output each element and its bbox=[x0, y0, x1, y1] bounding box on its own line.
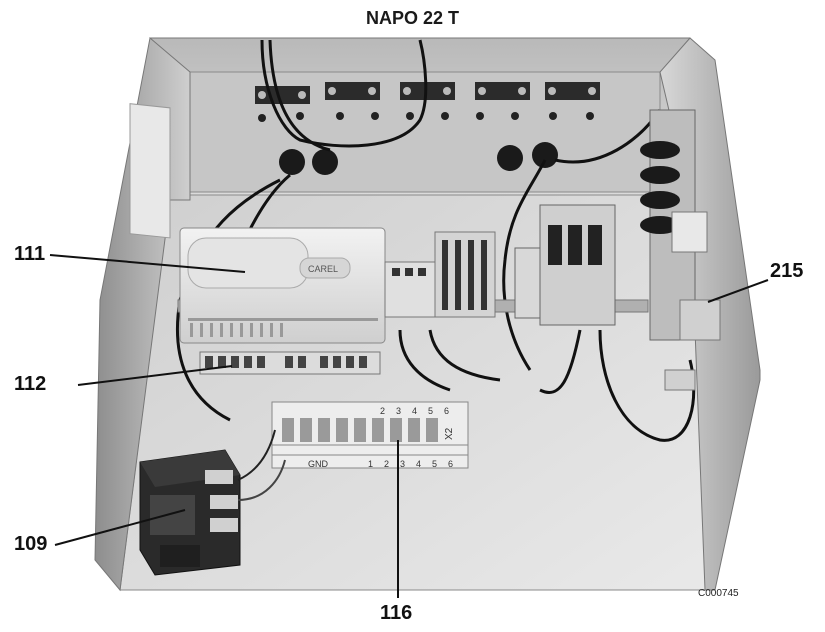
grommets bbox=[279, 142, 558, 175]
callout-112: 112 bbox=[14, 373, 47, 395]
cable-clamps bbox=[255, 82, 600, 104]
x2-label: X2 bbox=[444, 427, 455, 440]
leader-215 bbox=[707, 279, 769, 303]
plc-brand-text: CAREL bbox=[308, 264, 338, 274]
callout-215: 215 bbox=[770, 260, 804, 282]
callout-111: 111 bbox=[14, 243, 46, 265]
x2-bottom-number-1: 1 bbox=[368, 459, 373, 469]
transformer bbox=[139, 429, 286, 576]
x2-bottom-number-3: 3 bbox=[400, 459, 405, 469]
x2-top-number-4: 5 bbox=[428, 406, 433, 416]
x2-bottom-number-4: 4 bbox=[416, 459, 421, 469]
image-code: C000745 bbox=[698, 588, 739, 599]
callout-109: 109 bbox=[14, 533, 48, 555]
leader-lines bbox=[49, 254, 769, 598]
contactors bbox=[514, 204, 616, 326]
gnd-label: GND bbox=[308, 459, 329, 469]
x2-bottom-number-5: 5 bbox=[432, 459, 437, 469]
callout-116: 116 bbox=[380, 602, 413, 624]
terminal-blocks-middle bbox=[384, 231, 496, 318]
x2-bottom-number-6: 6 bbox=[448, 459, 453, 469]
plc-terminal-row bbox=[199, 351, 381, 375]
x2-top-number-1: 2 bbox=[380, 406, 385, 416]
leader-111 bbox=[49, 254, 246, 273]
right-component-panel bbox=[640, 109, 721, 391]
diagram-title: NAPO 22 T bbox=[365, 8, 460, 28]
terminal-strip-x2: GND X2 2 3 4 5 6 1 2 3 4 5 6 bbox=[271, 401, 469, 469]
x2-top-number-2: 3 bbox=[396, 406, 401, 416]
leader-109 bbox=[54, 509, 186, 546]
x2-top-number-5: 6 bbox=[444, 406, 449, 416]
x2-bottom-number-2: 2 bbox=[384, 459, 389, 469]
leader-112 bbox=[77, 365, 233, 386]
plc-controller: CAREL bbox=[179, 227, 386, 344]
mounting-holes bbox=[258, 112, 594, 122]
x2-top-number-3: 4 bbox=[412, 406, 417, 416]
left-wall-label bbox=[129, 103, 171, 239]
